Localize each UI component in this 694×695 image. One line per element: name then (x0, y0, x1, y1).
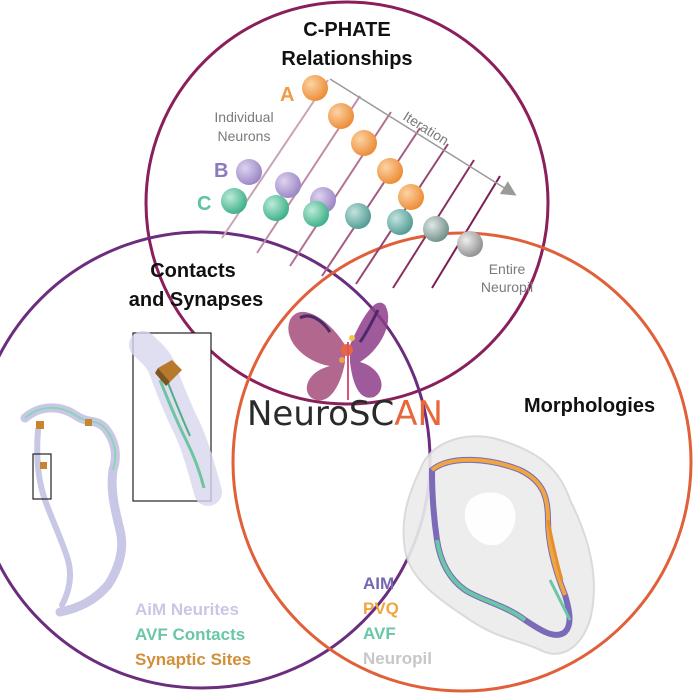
butterfly-point-cloud-icon (288, 302, 389, 401)
neuron-c-label: C (197, 193, 211, 215)
sphere-b-2 (275, 172, 301, 198)
individual-label-line2: Neurons (218, 128, 271, 144)
entire-label-line2: Neuropil (481, 279, 533, 295)
sphere-b-1 (236, 159, 262, 185)
left-title-line1: Contacts (150, 260, 236, 282)
sphere-c-5 (387, 209, 413, 235)
logo-text: NeuroSCAN (247, 394, 443, 434)
sphere-c-1 (221, 188, 247, 214)
sphere-merged-2 (457, 231, 483, 257)
right-legend-2: PVQ (363, 599, 399, 618)
sphere-c-2 (263, 195, 289, 221)
neuron-a-label: A (280, 84, 294, 106)
sphere-a-1 (302, 75, 328, 101)
iteration-arrow (329, 78, 517, 196)
right-legend-3: AVF (363, 624, 396, 643)
right-legend-1: AIM (363, 574, 394, 593)
entire-label-line1: Entire (489, 261, 526, 277)
sphere-a-5 (398, 184, 424, 210)
sphere-c-4 (345, 203, 371, 229)
left-legend-2: AVF Contacts (135, 625, 245, 644)
right-title: Morphologies (524, 395, 655, 417)
top-title-line2: Relationships (281, 48, 412, 70)
top-circle (144, 0, 550, 406)
left-legend-3: Synaptic Sites (135, 650, 251, 669)
neuron-b-label: B (214, 160, 228, 182)
sphere-merged-1 (423, 216, 449, 242)
sphere-c-3 (303, 201, 329, 227)
zoom-inset (129, 331, 222, 506)
top-title-line1: C-PHATE (303, 19, 390, 41)
morphology-render (402, 435, 595, 655)
left-legend-1: AiM Neurites (135, 600, 239, 619)
left-title-line2: and Synapses (129, 289, 264, 311)
sphere-a-4 (377, 158, 403, 184)
sphere-a-2 (328, 103, 354, 129)
sphere-a-3 (351, 130, 377, 156)
zoom-box-small (32, 453, 52, 500)
individual-label-line1: Individual (214, 109, 273, 125)
right-circle (231, 231, 693, 693)
right-legend-4: Neuropil (363, 649, 432, 668)
logo-text-part1: NeuroSC (247, 394, 394, 434)
logo-text-part2: AN (394, 394, 443, 434)
neurite-render (20, 403, 127, 617)
